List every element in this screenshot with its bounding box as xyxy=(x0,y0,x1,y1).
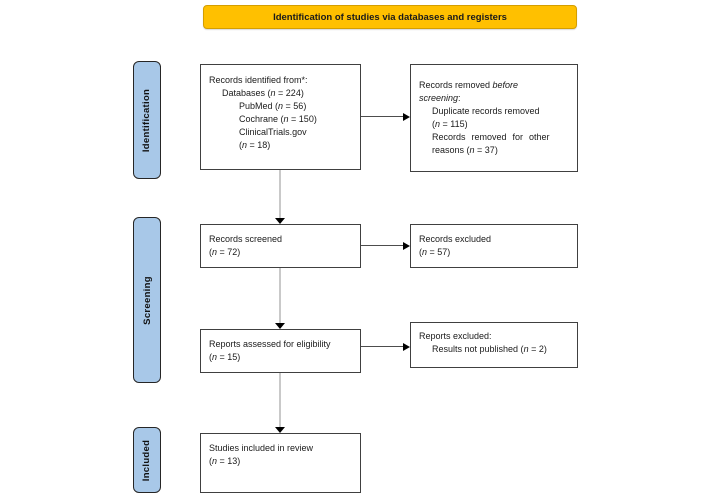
box-text-line: (n = 72) xyxy=(209,247,241,257)
box-reports-assessed: Reports assessed for eligibility (n = 15) xyxy=(200,329,361,373)
arrowhead-down-icon xyxy=(275,218,285,224)
box-text-line: (n = 57) xyxy=(419,247,451,257)
box-text-line: (n = 18) xyxy=(239,140,271,150)
stage-label-screening-text: Screening xyxy=(141,275,153,325)
connector-assessed-to-reports-excluded xyxy=(361,346,403,347)
connector-identified-to-screened xyxy=(279,170,281,218)
box-text-line: Cochrane (n = 150) xyxy=(239,114,317,124)
connector-screened-to-assessed xyxy=(279,268,281,323)
connector-screened-to-excluded xyxy=(361,245,403,246)
box-text-line: Records removed before xyxy=(419,80,519,90)
box-text-line: Studies included in review xyxy=(209,443,314,453)
box-text-line: Duplicate records removed xyxy=(432,106,540,116)
box-text-line: ClinicalTrials.gov xyxy=(239,127,307,137)
box-text-line: (n = 13) xyxy=(209,456,241,466)
header-banner: Identification of studies via databases … xyxy=(203,5,577,29)
box-text-line: Records screened xyxy=(209,234,283,244)
box-text-line: Reports assessed for eligibility xyxy=(209,339,331,349)
box-studies-included: Studies included in review (n = 13) xyxy=(200,433,361,493)
arrowhead-right-icon xyxy=(403,241,410,250)
stage-label-screening: Screening xyxy=(133,217,161,383)
box-text-line: screening: xyxy=(419,93,461,103)
box-reports-excluded: Reports excluded: Results not published (… xyxy=(410,322,578,368)
banner-title: Identification of studies via databases … xyxy=(273,11,507,23)
box-records-screened: Records screened (n = 72) xyxy=(200,224,361,268)
box-records-removed: Records removed before screening: Duplicat… xyxy=(410,64,578,172)
connector-identified-to-removed xyxy=(361,116,403,117)
box-text-line: Results not published (n = 2) xyxy=(432,344,547,354)
box-records-excluded: Records excluded (n = 57) xyxy=(410,224,578,268)
box-text-line: reasons (n = 37) xyxy=(432,145,498,155)
stage-label-identification: Identification xyxy=(133,61,161,179)
connector-assessed-to-included xyxy=(279,373,281,427)
stage-label-identification-text: Identification xyxy=(141,88,153,152)
box-records-identified: Records identified from*: Databases (n = … xyxy=(200,64,361,170)
box-text-line: Reports excluded: xyxy=(419,331,492,341)
stage-label-included-text: Included xyxy=(141,439,153,481)
box-text-line: (n = 115) xyxy=(432,119,468,129)
box-text-line: (n = 15) xyxy=(209,352,241,362)
box-text-line: Databases (n = 224) xyxy=(222,88,304,98)
box-text-line: Records identified from*: xyxy=(209,75,308,85)
stage-label-included: Included xyxy=(133,427,161,493)
box-text-line: Records removed for other xyxy=(432,132,550,142)
arrowhead-right-icon xyxy=(403,342,410,351)
box-text-line: Records excluded xyxy=(419,234,492,244)
arrowhead-down-icon xyxy=(275,427,285,433)
box-text-line: PubMed (n = 56) xyxy=(239,101,307,111)
arrowhead-down-icon xyxy=(275,323,285,329)
arrowhead-right-icon xyxy=(403,112,410,121)
